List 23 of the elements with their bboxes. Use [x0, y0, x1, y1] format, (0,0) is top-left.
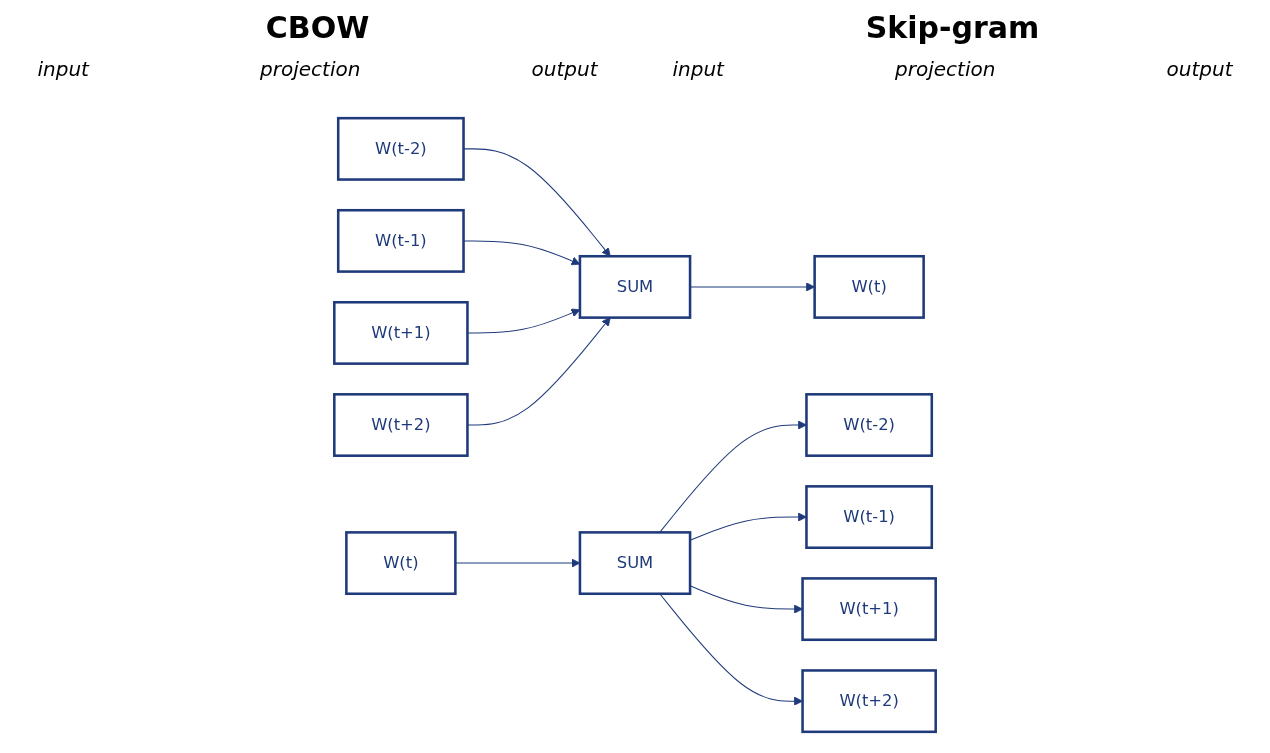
column-heading: output — [1166, 57, 1233, 81]
node-box: W(t+2) — [801, 669, 937, 734]
node-box: SUM — [578, 531, 692, 596]
node-box: W(t+1) — [333, 301, 469, 365]
arrow — [463, 148, 611, 257]
node-box: W(t+2) — [333, 393, 469, 457]
node-box: W(t-1) — [336, 208, 465, 273]
node-box: SUM — [578, 254, 692, 319]
node-box: W(t-2) — [336, 116, 465, 181]
arrow — [659, 593, 803, 706]
column-heading: input — [37, 57, 89, 81]
arrow — [659, 420, 807, 533]
node-box: W(t-1) — [805, 485, 934, 549]
column-heading: projection — [895, 57, 996, 81]
column-heading: input — [672, 57, 724, 81]
node-box: W(t+1) — [801, 577, 937, 642]
node-box: W(t-2) — [805, 393, 934, 457]
node-box: W(t) — [345, 531, 457, 596]
panel-heading: Skip-gram — [865, 10, 1040, 45]
column-heading: projection — [260, 57, 361, 81]
column-heading: output — [531, 57, 598, 81]
panel-heading: CBOW — [265, 10, 370, 45]
node-box: W(t) — [813, 254, 925, 319]
